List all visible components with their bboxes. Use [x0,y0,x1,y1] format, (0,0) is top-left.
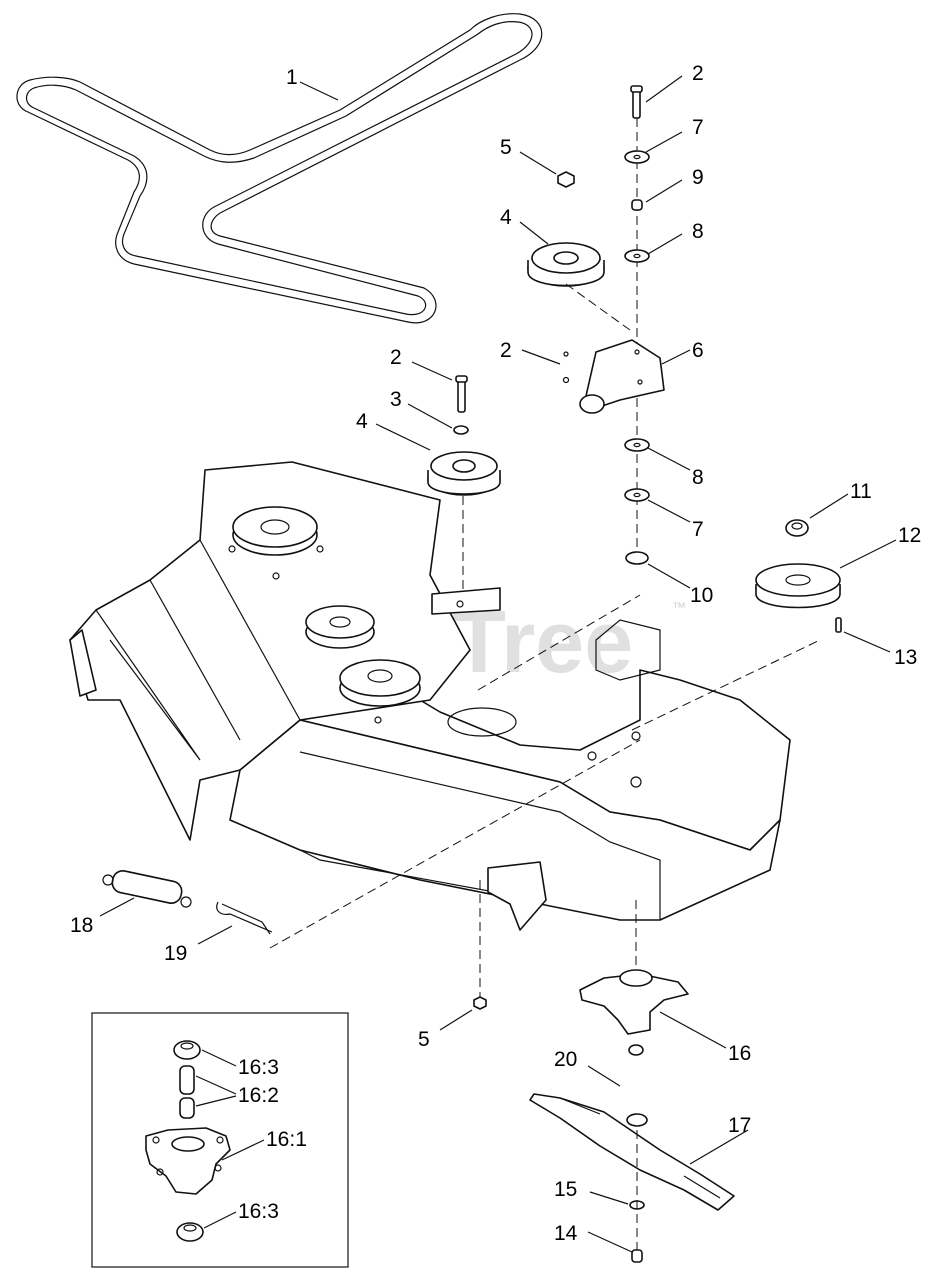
nut-part-11[interactable] [785,519,809,537]
callout-14: 14 [554,1222,578,1245]
inset-bearing-16-3-bottom[interactable] [176,1222,204,1242]
callout-12: 12 [898,524,921,547]
callout-1: 1 [286,66,298,89]
callout-7-top: 7 [692,116,704,139]
blade-part-17[interactable] [529,1093,735,1211]
pulley-part-12[interactable] [755,563,841,609]
washer-part-7-upper[interactable] [624,150,650,164]
callout-5-top: 5 [500,136,512,159]
spindle-inset-box [91,1012,349,1268]
callout-20: 20 [554,1048,577,1071]
callout-11: 11 [850,480,872,503]
washer-part-3[interactable] [453,425,469,435]
callout-8-lower: 8 [692,466,704,489]
bolt-part-2-arm[interactable] [562,351,570,384]
callout-17: 17 [728,1114,751,1137]
callout-5-lower: 5 [418,1028,430,1051]
callout-4-top: 4 [500,206,512,229]
mower-deck[interactable] [69,461,791,931]
washer-part-8-upper[interactable] [624,249,650,263]
callout-9: 9 [692,166,704,189]
callout-13: 13 [894,646,917,669]
callout-2-left: 2 [390,346,402,369]
callout-19: 19 [164,942,187,965]
idler-pulley-part-4-upper[interactable] [527,242,605,287]
bolt-part-14[interactable] [631,1249,643,1263]
spacer-part-10[interactable] [625,551,649,565]
callout-2-arm: 2 [500,339,512,362]
inset-callout-16-2: 16:2 [238,1084,279,1107]
nut-part-5-upper[interactable] [557,171,575,188]
callout-7-lower: 7 [692,518,704,541]
inset-callout-16-1: 16:1 [266,1128,307,1151]
inset-shaft-16-2[interactable] [179,1065,195,1119]
deck-guide-line-2 [631,639,821,731]
callout-3: 3 [390,388,402,411]
idler-arm-part-6[interactable] [579,339,665,414]
inset-housing-16-1[interactable] [145,1127,231,1195]
callout-4-left: 4 [356,410,368,433]
spring-part-18[interactable] [102,869,192,908]
callout-2-top: 2 [692,62,704,85]
nut-part-5-lower[interactable] [473,996,487,1010]
washer-part-8-lower[interactable] [624,438,650,452]
watermark-trademark: ™ [672,599,686,615]
idler-pulley-part-4-left[interactable] [427,451,501,496]
spacer-part-9[interactable] [631,199,643,211]
callout-6: 6 [692,339,704,362]
belt-part-1[interactable] [16,13,543,324]
callout-15: 15 [554,1178,577,1201]
washer-part-7-lower[interactable] [624,488,650,502]
callout-10: 10 [690,584,713,607]
deck-guide-line-3 [269,739,641,949]
idler-bolt-part-2[interactable] [630,85,643,119]
inset-bearing-16-3-top[interactable] [173,1040,201,1060]
callout-18: 18 [70,914,93,937]
hairpin-part-19[interactable] [216,901,273,935]
callout-8-top: 8 [692,220,704,243]
bolt-part-13[interactable] [835,617,842,633]
spindle-part-16[interactable] [579,969,689,1056]
inset-callout-16-3-bottom: 16:3 [238,1200,279,1223]
callout-16: 16 [728,1042,751,1065]
deck-guide-line-1 [477,594,641,691]
pulley-centerline [565,283,631,331]
idler-bolt-part-2-left[interactable] [455,375,468,413]
leader-lines [99,75,897,1253]
inset-callout-16-3-top: 16:3 [238,1056,279,1079]
